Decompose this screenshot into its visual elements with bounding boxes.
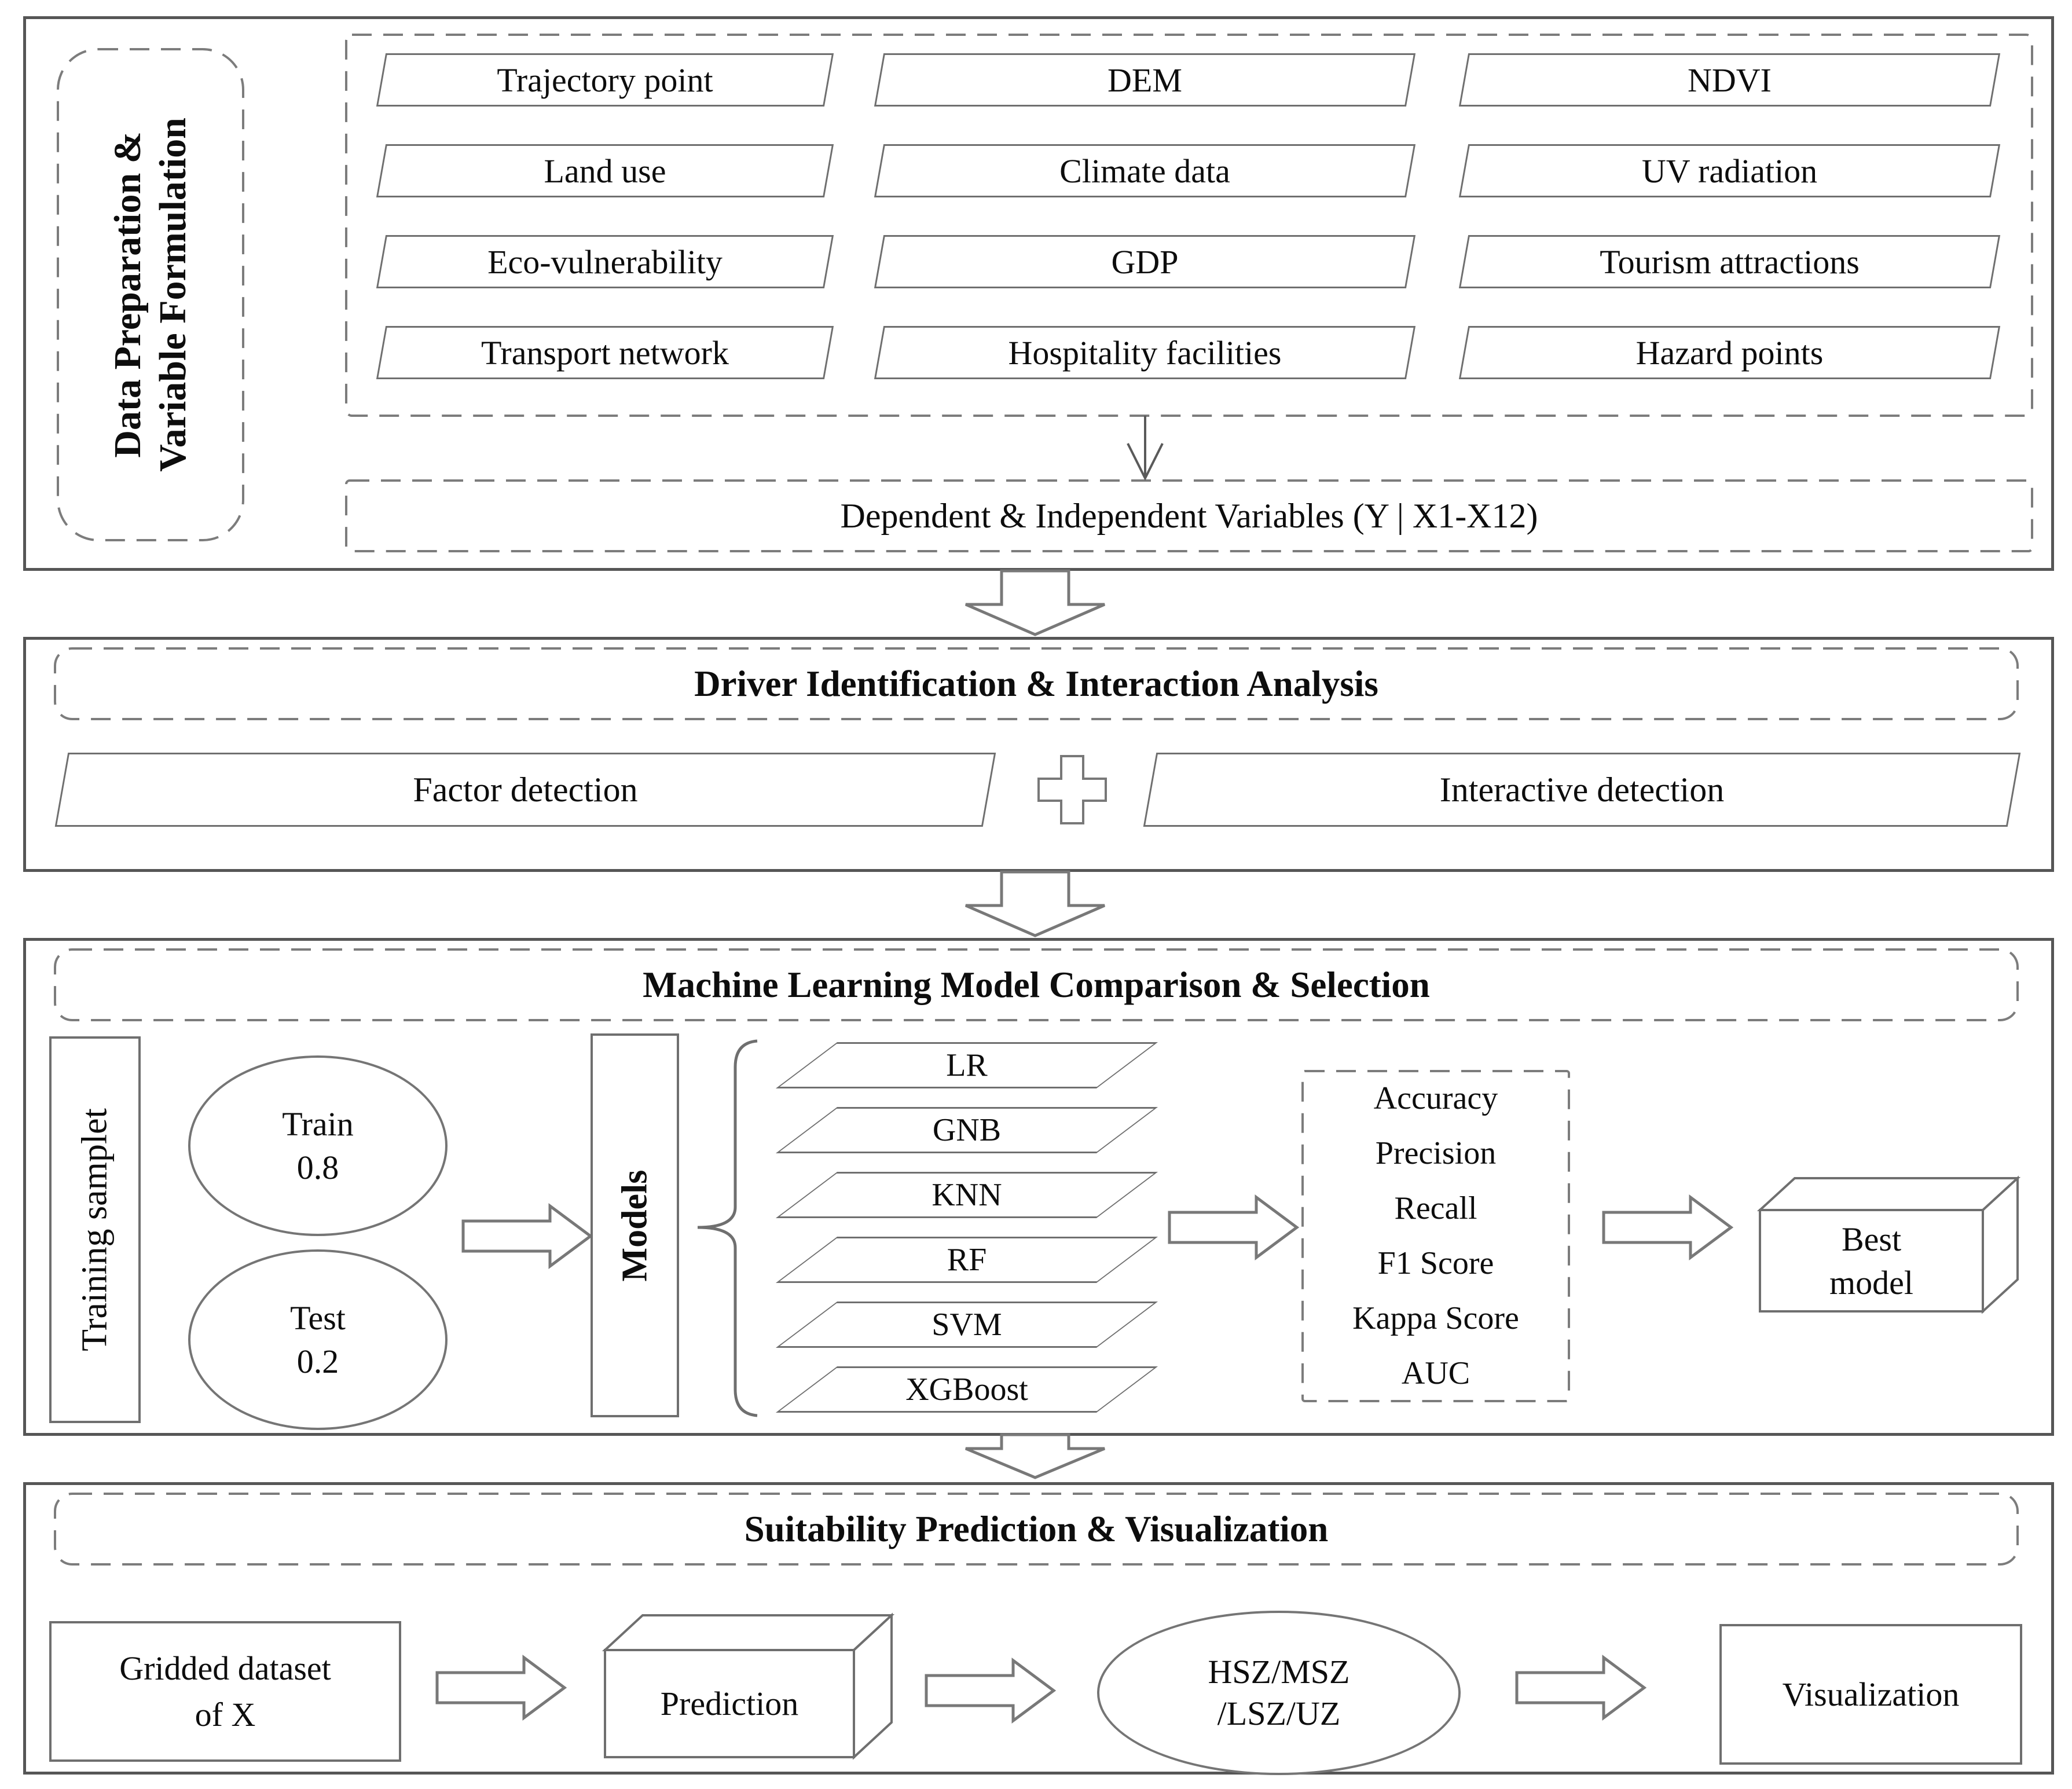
input-climate-data: Climate data <box>874 144 1416 197</box>
visualization-box: Visualization <box>1719 1624 2022 1765</box>
metrics-dashed-box <box>1301 1070 1570 1402</box>
input-ndvi: NDVI <box>1458 53 2001 107</box>
side-label-line1: Data Preparation & <box>107 131 149 458</box>
plus-icon <box>1037 755 1107 824</box>
zones-line1: HSZ/MSZ <box>1208 1652 1350 1691</box>
metric-kappa-score: Kappa Score <box>1352 1300 1519 1336</box>
down-block-arrow-icon <box>965 569 1105 636</box>
train-ellipse: Train 0.8 <box>188 1055 448 1236</box>
model-gnb: GNB <box>775 1107 1158 1153</box>
train-label: Train <box>282 1105 354 1143</box>
zones-line2: /LSZ/UZ <box>1217 1695 1341 1732</box>
model-xgboost: XGBoost <box>775 1366 1158 1413</box>
right-block-arrow-icon <box>461 1203 593 1269</box>
side-label-line2: Variable Formulation <box>152 118 194 472</box>
training-sample-box: Training samplet <box>49 1036 141 1423</box>
model-svm: SVM <box>775 1302 1158 1348</box>
test-ellipse: Test 0.2 <box>188 1249 448 1430</box>
metric-auc: AUC <box>1401 1355 1470 1391</box>
variables-label: Dependent & Independent Variables (Y | X… <box>840 496 1538 535</box>
suitability-section-title: Suitability Prediction & Visualization <box>744 1508 1329 1549</box>
test-label: Test <box>290 1299 346 1337</box>
best-model-label: Best model <box>1829 1220 1913 1302</box>
side-label-dashed-box <box>57 48 244 541</box>
input-uv-radiation: UV radiation <box>1458 144 2001 197</box>
input-hospitality-facilities: Hospitality facilities <box>874 326 1416 379</box>
input-eco-vulnerability: Eco-vulnerability <box>376 235 834 288</box>
ml-section-title: Machine Learning Model Comparison & Sele… <box>643 964 1430 1005</box>
input-tourism-attractions: Tourism attractions <box>1458 235 2001 288</box>
suitability-zones-ellipse: HSZ/MSZ /LSZ/UZ <box>1097 1611 1461 1775</box>
right-block-arrow-icon <box>435 1655 567 1721</box>
down-block-arrow-icon <box>965 870 1105 937</box>
metric-f1-score: F1 Score <box>1377 1245 1494 1281</box>
model-lr: LR <box>775 1042 1158 1088</box>
left-curly-brace-icon <box>697 1039 758 1417</box>
gridded-dataset-box: Gridded dataset of X <box>49 1621 401 1762</box>
right-block-arrow-icon <box>1168 1194 1300 1260</box>
train-ratio: 0.8 <box>296 1149 339 1186</box>
section-data-preparation <box>23 16 2054 571</box>
model-knn: KNN <box>775 1172 1158 1218</box>
ml-title-dashed-box <box>54 948 2019 1021</box>
driver-title-dashed-box <box>54 647 2019 720</box>
down-block-arrow-icon <box>965 1433 1105 1479</box>
metric-recall: Recall <box>1394 1190 1477 1226</box>
right-block-arrow-icon <box>1515 1655 1647 1721</box>
model-rf: RF <box>775 1237 1158 1283</box>
input-land-use: Land use <box>376 144 834 197</box>
best-model-3d-box <box>1756 1175 2021 1314</box>
input-gdp: GDP <box>874 235 1416 288</box>
input-transport-network: Transport network <box>376 326 834 379</box>
prediction-label: Prediction <box>660 1685 799 1722</box>
factor-detection: Factor detection <box>54 753 996 827</box>
input-hazard-points: Hazard points <box>1458 326 2001 379</box>
suitability-title-dashed-box <box>54 1493 2019 1566</box>
right-block-arrow-icon <box>1602 1194 1734 1260</box>
input-trajectory-point: Trajectory point <box>376 53 834 107</box>
right-block-arrow-icon <box>925 1658 1057 1724</box>
evaluation-metrics-list: Accuracy Precision Recall F1 Score Kappa… <box>1303 1071 1569 1401</box>
metric-accuracy: Accuracy <box>1373 1080 1498 1116</box>
driver-section-title: Driver Identification & Interaction Anal… <box>694 663 1378 704</box>
models-box: Models <box>591 1033 679 1417</box>
side-label: Data Preparation & Variable Formulation <box>58 49 243 540</box>
metric-precision: Precision <box>1375 1135 1497 1171</box>
prediction-3d-box <box>602 1612 895 1760</box>
interactive-detection: Interactive detection <box>1143 753 2021 827</box>
test-ratio: 0.2 <box>296 1343 339 1380</box>
input-dem: DEM <box>874 53 1416 107</box>
thin-down-arrow-icon <box>1127 416 1164 481</box>
